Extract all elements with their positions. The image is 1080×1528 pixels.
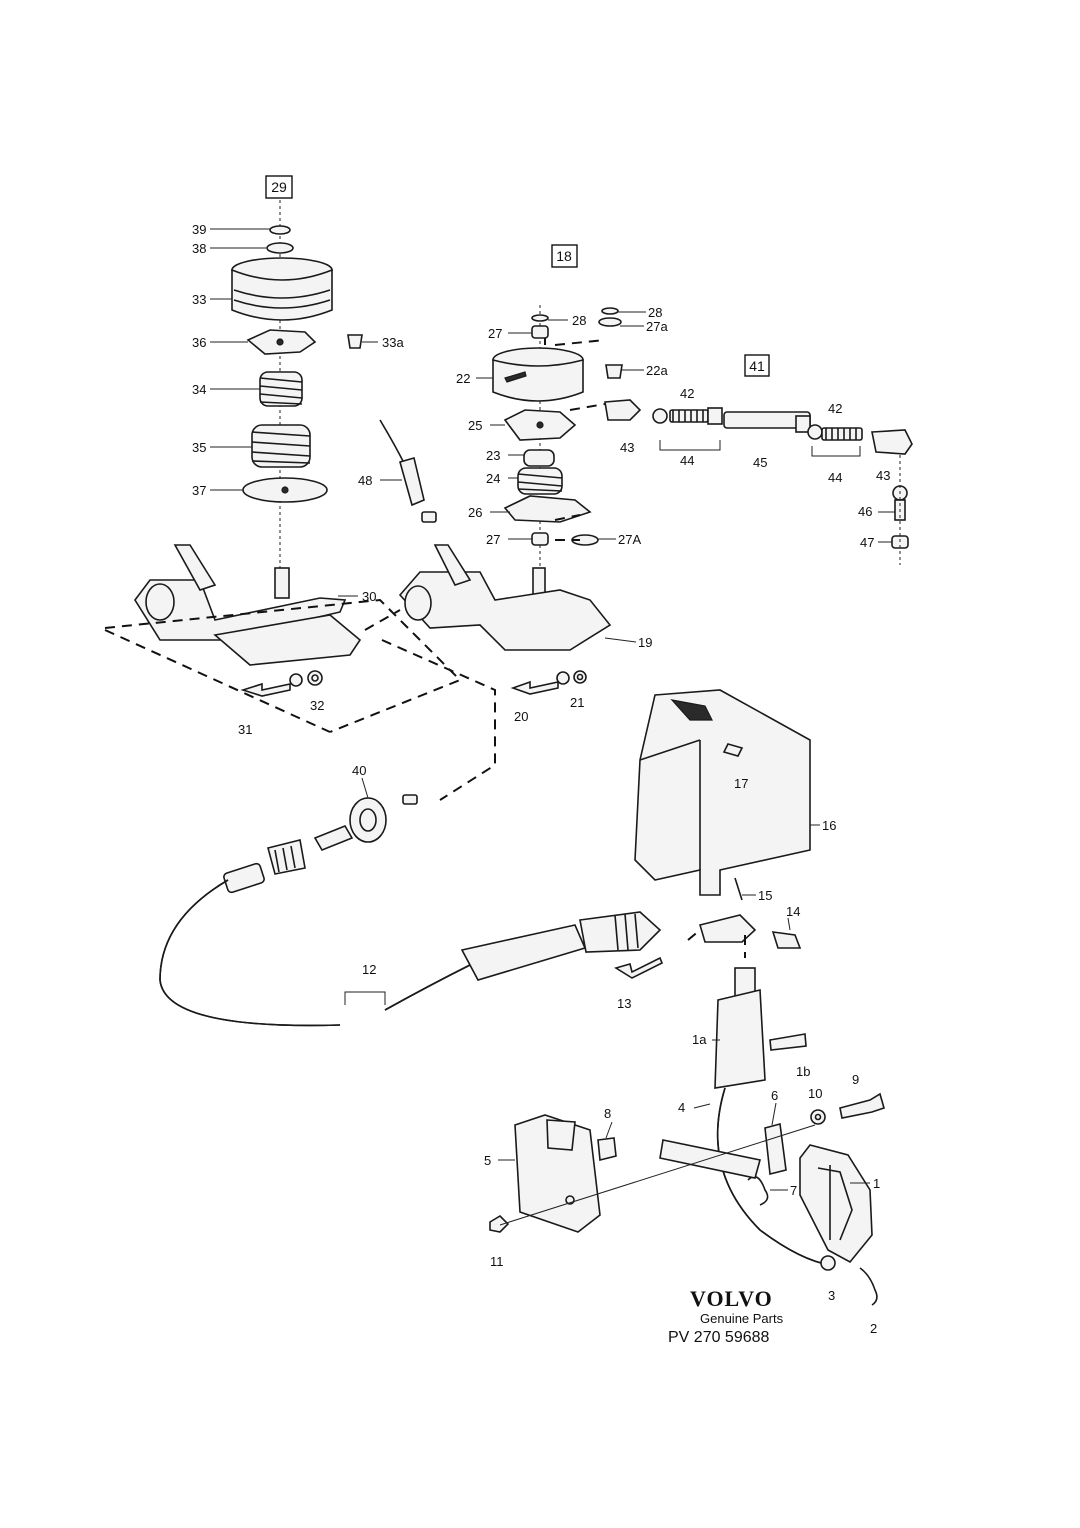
label-1b: 1b [796, 1064, 810, 1079]
label-40: 40 [352, 763, 366, 778]
linkage-rod-assembly [569, 399, 913, 565]
label-27-bottom: 27 [486, 532, 500, 547]
label-30: 30 [362, 589, 376, 604]
label-27a: 27a [646, 319, 668, 334]
label-34: 34 [192, 382, 206, 397]
label-38: 38 [192, 241, 206, 256]
label-13: 13 [617, 996, 631, 1011]
footer-brand: VOLVO Genuine Parts PV 270 59688 [668, 1286, 784, 1346]
part-labels: 39 38 33 36 34 35 37 33a 30 31 32 28 27 … [192, 222, 890, 1336]
label-32: 32 [310, 698, 324, 713]
label-2: 2 [870, 1321, 877, 1336]
label-10: 10 [808, 1086, 822, 1101]
label-19: 19 [638, 635, 652, 650]
brand-tagline: Genuine Parts [700, 1311, 784, 1326]
label-43-left: 43 [620, 440, 634, 455]
label-28-left: 28 [572, 313, 586, 328]
label-6: 6 [771, 1088, 778, 1103]
label-39: 39 [192, 222, 206, 237]
label-24: 24 [486, 471, 500, 486]
label-1: 1 [873, 1176, 880, 1191]
label-27A: 27A [618, 532, 641, 547]
label-9: 9 [852, 1072, 859, 1087]
right-selector-assembly [364, 305, 623, 801]
label-21: 21 [570, 695, 584, 710]
label-31: 31 [238, 722, 252, 737]
label-4: 4 [678, 1100, 685, 1115]
label-42-right: 42 [828, 401, 842, 416]
label-33a: 33a [382, 335, 404, 350]
label-3: 3 [828, 1288, 835, 1303]
label-11: 11 [490, 1254, 504, 1269]
group-box-18: 18 [551, 244, 578, 268]
group-box-41: 41 [744, 354, 770, 377]
label-27-top: 27 [488, 326, 502, 341]
label-16: 16 [822, 818, 836, 833]
label-15: 15 [758, 888, 772, 903]
label-22a: 22a [646, 363, 668, 378]
label-42-left: 42 [680, 386, 694, 401]
label-12: 12 [362, 962, 376, 977]
label-8: 8 [604, 1106, 611, 1121]
label-28-right: 28 [648, 305, 662, 320]
label-36: 36 [192, 335, 206, 350]
label-46: 46 [858, 504, 872, 519]
label-44-right: 44 [828, 470, 842, 485]
label-5: 5 [484, 1153, 491, 1168]
label-48: 48 [358, 473, 372, 488]
bracket-16 [634, 689, 811, 896]
label-47: 47 [860, 535, 874, 550]
label-35: 35 [192, 440, 206, 455]
label-23: 23 [486, 448, 500, 463]
left-selector-assembly [104, 200, 462, 733]
group-label-29: 29 [271, 179, 287, 195]
label-43-right: 43 [876, 468, 890, 483]
label-7: 7 [790, 1183, 797, 1198]
label-1a: 1a [692, 1032, 707, 1047]
leader-lines [210, 228, 895, 1191]
label-45: 45 [753, 455, 767, 470]
part-reference-number: PV 270 59688 [668, 1329, 770, 1346]
label-37: 37 [192, 483, 206, 498]
cable-48 [379, 419, 437, 523]
group-box-29: 29 [265, 175, 293, 199]
pedal-assembly [489, 967, 885, 1306]
label-14: 14 [786, 904, 800, 919]
brand-logo: VOLVO [690, 1286, 773, 1311]
label-33: 33 [192, 292, 206, 307]
label-20: 20 [514, 709, 528, 724]
label-25: 25 [468, 418, 482, 433]
bowden-cable [159, 794, 802, 1027]
label-22: 22 [456, 371, 470, 386]
group-label-18: 18 [556, 248, 572, 264]
label-44-left: 44 [680, 453, 694, 468]
group-label-41: 41 [749, 358, 765, 374]
label-17: 17 [734, 776, 748, 791]
label-26: 26 [468, 505, 482, 520]
